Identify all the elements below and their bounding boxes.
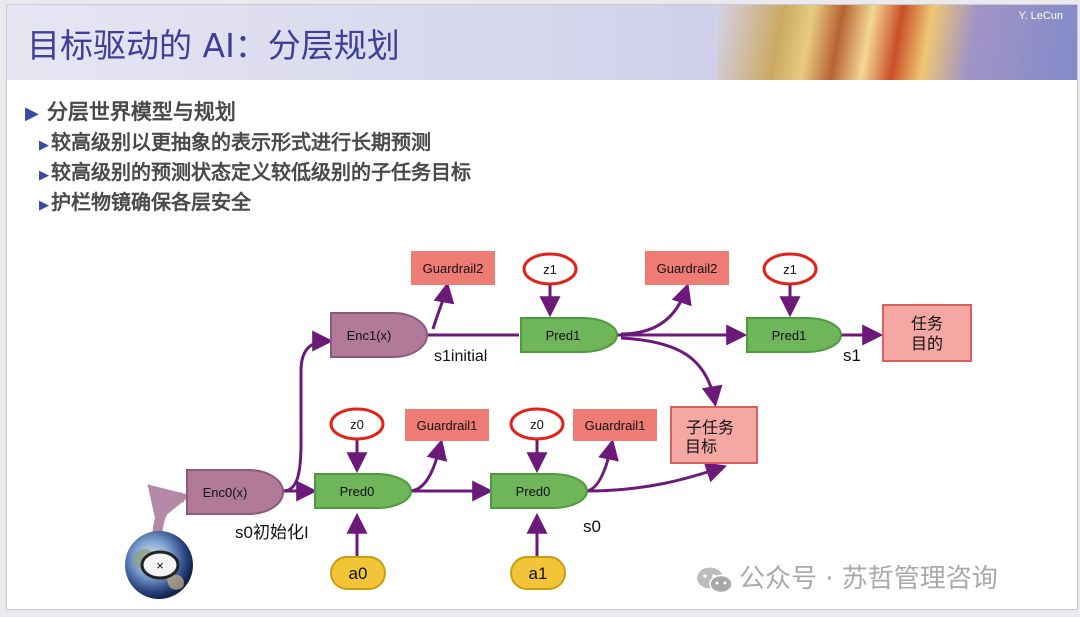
guardrail1-a-label: Guardrail1: [417, 418, 478, 433]
state-s1-initial-label: s1initial: [434, 348, 487, 365]
input-x-node: ×: [140, 550, 180, 580]
predictor-pred1-a: Pred1: [520, 317, 618, 353]
state-s0-label: s0: [583, 517, 601, 536]
author-label: Y. LeCun: [1018, 10, 1063, 22]
bullet-text: 护栏物镜确保各层安全: [51, 190, 251, 214]
z1-b-label: z1: [783, 262, 797, 277]
bullet-list: ▶分层世界模型与规划 ▶较高级别以更抽象的表示形式进行长期预测 ▶较高级别的预测…: [25, 97, 471, 217]
bullet-text: 较高级别的预测状态定义较低级别的子任务目标: [51, 160, 471, 184]
task-goal-line2: 目的: [911, 335, 943, 353]
bullet-text: 较高级别以更抽象的表示形式进行长期预测: [51, 130, 431, 154]
guardrail1-b-label: Guardrail1: [585, 418, 646, 433]
z0-b-label: z0: [530, 417, 544, 432]
bullet-arrow-icon: ▶: [39, 198, 49, 213]
guardrail2-a-label: Guardrail2: [423, 261, 484, 276]
sub-bullet-item: ▶护栏物镜确保各层安全: [25, 187, 471, 217]
latent-z0-b: z0: [509, 407, 565, 441]
slide: 目标驱动的 AI：分层规划 Y. LeCun ▶分层世界模型与规划 ▶较高级别以…: [6, 4, 1078, 610]
sub-bullet-item: ▶较高级别以更抽象的表示形式进行长期预测: [25, 127, 471, 157]
encoder-enc0: Enc0(x): [186, 469, 284, 515]
wechat-icon: [697, 567, 733, 593]
pred1-b-label: Pred1: [772, 328, 807, 343]
guardrail2-b-label: Guardrail2: [657, 261, 718, 276]
bullet-item: ▶ 分层世界模型与规划: [25, 97, 471, 127]
enc1-label: Enc1(x): [347, 328, 392, 343]
pred0-a-label: Pred0: [340, 484, 375, 499]
guardrail1-box-b: Guardrail1: [573, 409, 657, 441]
task-goal-line1: 任务: [911, 315, 943, 333]
guardrail2-box-b: Guardrail2: [645, 251, 729, 285]
z0-a-label: z0: [350, 417, 364, 432]
pred1-a-label: Pred1: [546, 328, 581, 343]
header-artwork: [717, 5, 1077, 80]
subtask-goal-line2: 目标: [685, 438, 717, 456]
enc0-label: Enc0(x): [203, 485, 248, 500]
latent-z1-b: z1: [762, 252, 818, 286]
action-a1: a1: [510, 556, 566, 590]
input-x-label: ×: [156, 558, 164, 573]
slide-title: 目标驱动的 AI：分层规划: [27, 26, 400, 65]
task-goal-box: 任务 目的: [882, 304, 972, 362]
bullet-arrow-icon: ▶: [25, 103, 39, 124]
watermark-text: 公众号 · 苏哲管理咨询: [739, 564, 998, 594]
state-s0-init-label: s0初始化I: [235, 523, 309, 542]
subtask-goal-line1: 子任务: [686, 419, 734, 437]
predictor-pred1-b: Pred1: [746, 317, 842, 353]
bullet-arrow-icon: ▶: [39, 168, 49, 183]
bullet-arrow-icon: ▶: [39, 138, 49, 153]
encoder-enc1: Enc1(x): [330, 312, 428, 358]
connection-arrows: [282, 281, 884, 557]
guardrail1-box-a: Guardrail1: [405, 409, 489, 441]
bullet-text: 分层世界模型与规划: [46, 100, 236, 124]
latent-z0-a: z0: [329, 407, 385, 441]
title-bar: 目标驱动的 AI：分层规划 Y. LeCun: [7, 5, 1077, 80]
latent-z1-a: z1: [522, 252, 578, 286]
predictor-pred0-b: Pred0: [490, 473, 588, 509]
predictor-pred0-a: Pred0: [314, 473, 412, 509]
action-a0: a0: [330, 556, 386, 590]
guardrail2-box-a: Guardrail2: [411, 251, 495, 285]
a0-label: a0: [349, 564, 368, 583]
sub-bullet-item: ▶较高级别的预测状态定义较低级别的子任务目标: [25, 157, 471, 187]
pred0-b-label: Pred0: [516, 484, 551, 499]
watermark: 公众号 · 苏哲管理咨询: [695, 558, 998, 595]
z1-a-label: z1: [543, 262, 557, 277]
subtask-goal-box: 子任务 目标: [670, 406, 758, 464]
state-s1-label: s1: [843, 346, 861, 365]
planning-diagram: Enc1(x) Enc0(x) Pred1 Pred1 Pred0 Pred0 …: [125, 251, 972, 599]
a1-label: a1: [529, 564, 548, 583]
